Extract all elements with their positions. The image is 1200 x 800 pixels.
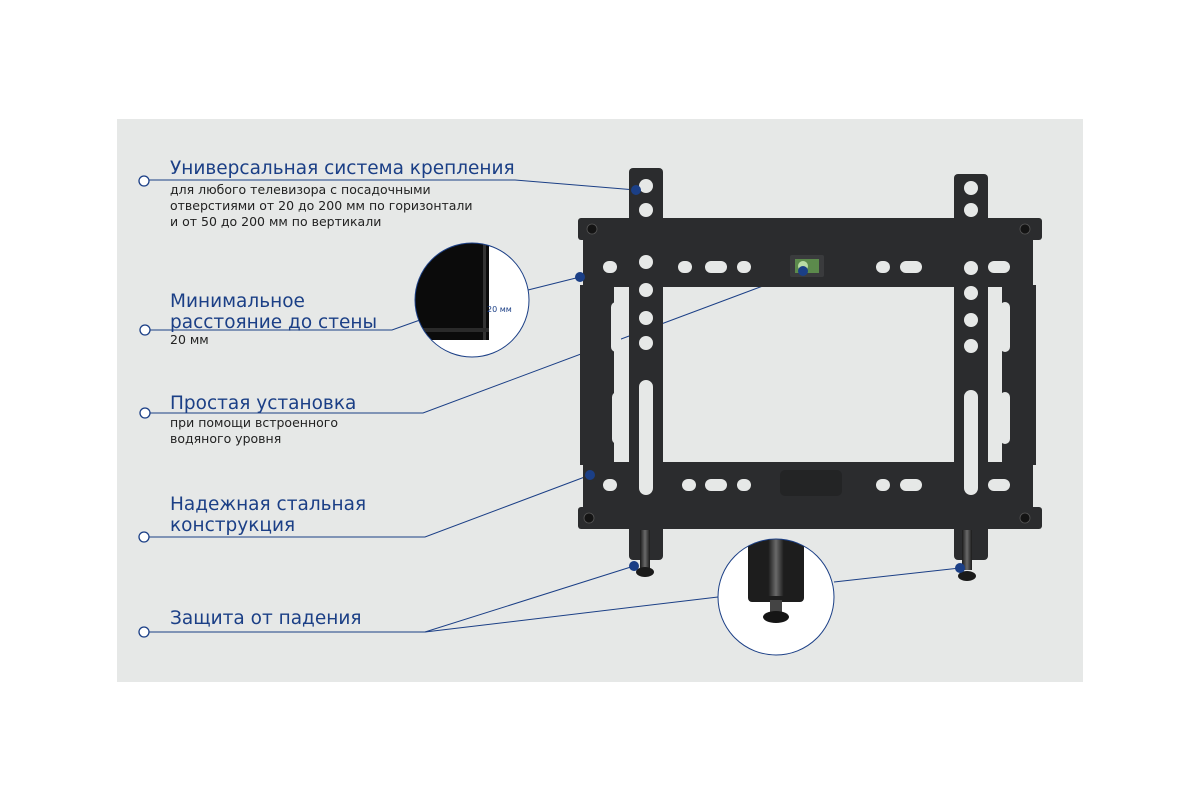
inset-safety-bolt (717, 538, 835, 656)
leader-line-2 (145, 319, 421, 331)
feature-2-desc-line: 20 мм (170, 332, 209, 347)
vertical-arms (629, 168, 988, 560)
feature-1-title-line: Универсальная система крепления (170, 158, 515, 179)
logo-plate (780, 470, 842, 496)
feature-3-title-line: Простая установка (170, 393, 357, 414)
feature-2-title-line: Минимальное (170, 291, 305, 312)
bullet-1 (138, 175, 150, 187)
bullet-4 (138, 531, 150, 543)
feature-3-desc-line: при помощи встроенного (170, 415, 338, 430)
feature-4-title-line: Надежная стальная (170, 494, 367, 515)
bullet-5 (138, 626, 150, 638)
leader-lines (145, 179, 961, 633)
feature-1-title: Универсальная система крепления (170, 158, 515, 179)
top-bar-slots (603, 261, 1010, 273)
feature-2-title: Минимальное расстояние до стены (170, 291, 377, 333)
feature-3-description: при помощи встроенного водяного уровня (170, 415, 338, 447)
leader-line-1 (145, 179, 637, 191)
inset-wall-distance (414, 242, 530, 358)
feature-2-description: 20 мм (170, 332, 209, 348)
feature-1-desc-line: и от 50 до 200 мм по вертикали (170, 214, 382, 229)
safety-bolts (636, 530, 976, 581)
leader-line-5b (424, 596, 719, 633)
frame-screws (583, 223, 1031, 524)
feature-1-desc-line: отверстиями от 20 до 200 мм по горизонта… (170, 198, 473, 213)
feature-1-description: для любого телевизора с посадочными отве… (170, 182, 473, 230)
feature-3-title: Простая установка (170, 393, 356, 414)
feature-4-title-line: конструкция (170, 515, 296, 536)
feature-5-title: Защита от падения (170, 608, 361, 629)
leader-line-2b (527, 276, 581, 291)
feature-3-desc-line: водяного уровня (170, 431, 282, 446)
bullet-2 (139, 324, 151, 336)
feature-5-title-line: Защита от падения (170, 608, 362, 629)
side-slots (611, 302, 1010, 444)
bottom-bar-slots (603, 479, 1010, 491)
feature-1-desc-line: для любого телевизора с посадочными (170, 182, 431, 197)
arm-holes (639, 179, 978, 495)
bullet-markers (138, 175, 151, 638)
feature-2-title-line: расстояние до стены (170, 312, 378, 333)
feature-4-title: Надежная стальная конструкция (170, 494, 366, 536)
leader-line-5c (833, 567, 961, 583)
product-markers (575, 185, 965, 573)
leader-line-4 (145, 474, 591, 538)
bullet-3 (139, 407, 151, 419)
leader-line-3 (145, 270, 804, 414)
inset-distance-label: 20 мм (487, 305, 512, 314)
